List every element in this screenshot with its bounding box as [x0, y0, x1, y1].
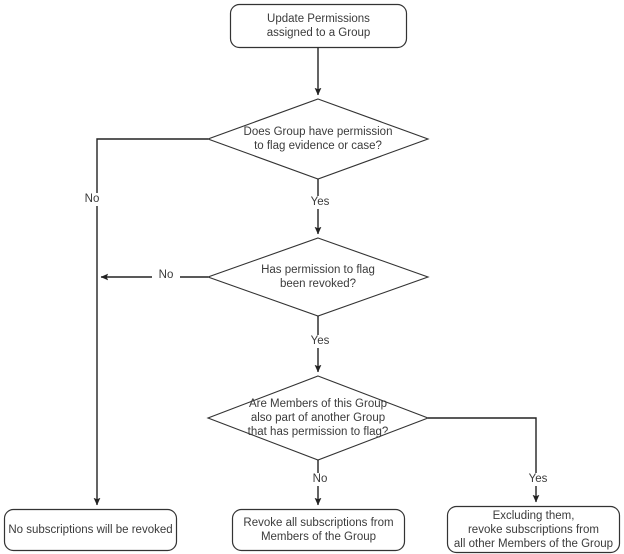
node-outcome-all[interactable]: [232, 509, 405, 551]
node-decision1[interactable]: [208, 99, 428, 179]
edge-decision3-yes: [428, 417, 540, 503]
node-outcome-excluding[interactable]: [447, 506, 620, 553]
node-start[interactable]: [230, 4, 407, 48]
node-outcome-all-shape[interactable]: [231, 508, 406, 552]
node-decision2[interactable]: [208, 238, 428, 316]
edge-label-decision3-no: No: [306, 473, 334, 486]
edge-label-decision3-yes: Yes: [521, 473, 555, 486]
node-decision3[interactable]: [208, 376, 428, 460]
node-outcome-none-shape[interactable]: [3, 508, 178, 552]
node-outcome-none[interactable]: [4, 509, 177, 551]
edge-label-decision1-yes: Yes: [303, 196, 337, 209]
node-outcome-excluding-shape[interactable]: [446, 505, 621, 554]
edge-decision1-no: [93, 138, 208, 506]
edge-label-decision1-no: No: [78, 193, 106, 206]
edge-label-decision2-no: No: [152, 269, 180, 282]
edge-label-decision2-yes: Yes: [303, 335, 337, 348]
